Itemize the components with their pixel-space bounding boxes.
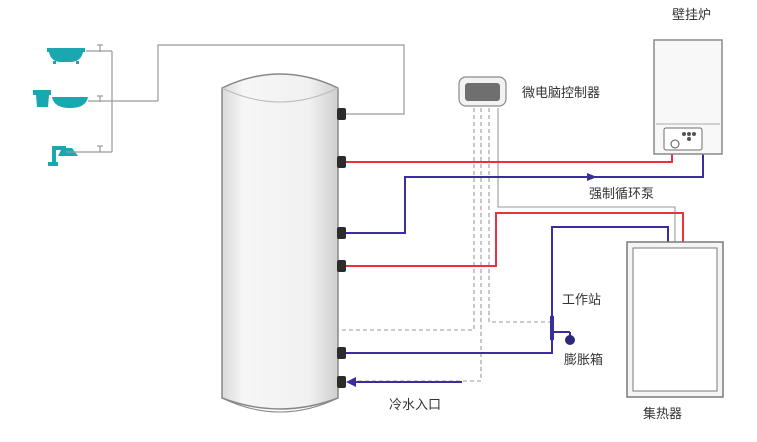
wall-hung-boiler <box>653 39 723 155</box>
fixtures <box>33 48 88 166</box>
boiler-label: 壁挂炉 <box>672 8 711 23</box>
fixture-supply-lines <box>66 44 405 153</box>
workstation-label: 工作站 <box>562 293 601 308</box>
expansion-tank-icon <box>565 335 575 345</box>
tank-ports <box>337 108 346 388</box>
controller <box>458 76 507 107</box>
solar-collector <box>626 241 724 398</box>
pump-label: 强制循环泵 <box>589 187 654 202</box>
storage-tank <box>221 73 339 413</box>
sensor-lines <box>340 108 552 382</box>
expansion-tank-label: 膨胀箱 <box>564 352 603 368</box>
collector-label: 集热器 <box>643 406 682 422</box>
bathtub-icon <box>47 48 85 64</box>
shower-icon <box>48 146 78 166</box>
sink-icon <box>33 90 88 108</box>
collector-sensor-line <box>497 108 676 242</box>
cold-water-inlet-label: 冷水入口 <box>389 398 441 413</box>
controller-label: 微电脑控制器 <box>522 86 600 101</box>
cold-pipes <box>346 154 704 387</box>
hot-pipes <box>346 154 684 267</box>
